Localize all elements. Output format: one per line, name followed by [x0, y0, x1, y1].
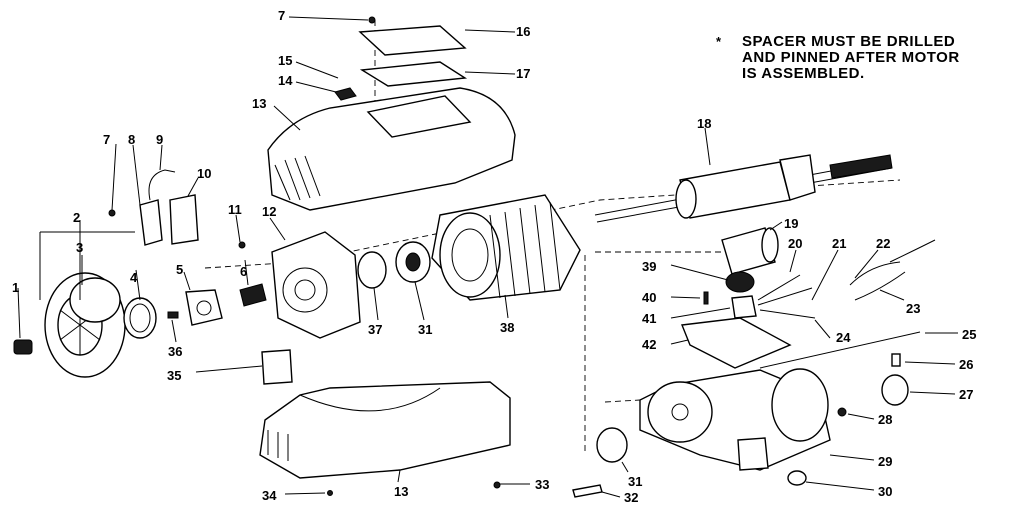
callout-32: 32: [624, 490, 638, 505]
pin-part: [891, 353, 901, 367]
callout-31-lower: 31: [628, 474, 642, 489]
housing-screw-part: [493, 481, 501, 489]
spacer-part: [725, 271, 755, 293]
lower-housing-part: [259, 381, 511, 479]
tie-rod-part: [759, 331, 921, 369]
callout-40: 40: [642, 290, 656, 305]
callout-35: 35: [167, 368, 181, 383]
callout-31: 31: [418, 322, 432, 337]
callout-1: 1: [12, 280, 19, 295]
callout-19: 19: [784, 216, 798, 231]
cover-plates: [358, 25, 468, 87]
callout-7-left: 7: [103, 132, 110, 147]
callout-3: 3: [76, 240, 83, 255]
callout-29: 29: [878, 454, 892, 469]
capacitor-part: [721, 227, 779, 275]
cap-part: [13, 339, 33, 355]
callout-14: 14: [278, 73, 293, 88]
callout-15: 15: [278, 53, 292, 68]
brush-holder-part: [139, 199, 163, 246]
armature-part: [594, 154, 893, 223]
callout-33: 33: [535, 477, 549, 492]
spring-part: [239, 283, 267, 307]
callout-21: 21: [832, 236, 846, 251]
frame-screw-part: [238, 241, 246, 249]
assembly-note: * SPACER MUST BE DRILLED AND PINNED AFTE…: [716, 34, 1016, 82]
callout-16: 16: [516, 24, 530, 39]
callout-37: 37: [368, 322, 382, 337]
end-frame-part: [271, 231, 361, 339]
sleeve-part: [881, 374, 909, 406]
callout-25: 25: [962, 327, 976, 342]
switch-part: [731, 295, 757, 319]
callout-38: 38: [500, 320, 514, 335]
small-screw-part: [327, 490, 333, 496]
nut-part: [837, 407, 847, 417]
field-stator-part: [431, 194, 581, 301]
callout-9: 9: [156, 132, 163, 147]
callout-11: 11: [228, 202, 242, 217]
callout-34: 34: [262, 488, 277, 503]
gasket-part: [261, 349, 293, 385]
note-line-2: AND PINNED AFTER MOTOR: [742, 49, 960, 66]
note-line-1: SPACER MUST BE DRILLED: [742, 33, 956, 50]
screw-part: [703, 291, 709, 305]
callout-8: 8: [128, 132, 135, 147]
callout-2: 2: [73, 210, 80, 225]
callout-18: 18: [697, 116, 711, 131]
end-bell-part: [44, 272, 126, 378]
upper-housing-part: [267, 87, 516, 211]
callout-20: 20: [788, 236, 802, 251]
callout-26: 26: [959, 357, 973, 372]
callout-22: 22: [876, 236, 890, 251]
lead-wires-part: [757, 239, 936, 319]
callout-41: 41: [642, 311, 656, 326]
callout-7: 7: [278, 8, 285, 23]
retainer-ring-part: [357, 251, 387, 289]
terminal-board-part: [681, 317, 792, 369]
callout-6: 6: [240, 264, 247, 279]
leader-lines: [17, 16, 958, 498]
callout-39: 39: [642, 259, 656, 274]
drive-end-housing-part: [639, 368, 831, 471]
note-marker: *: [716, 34, 722, 49]
plate-part: [185, 289, 223, 326]
callout-13: 13: [252, 96, 266, 111]
callout-28: 28: [878, 412, 892, 427]
callout-10: 10: [197, 166, 211, 181]
clip-part: [334, 87, 357, 101]
callout-30: 30: [878, 484, 892, 499]
stud-part: [167, 311, 179, 319]
callout-5: 5: [176, 262, 183, 277]
callout-42: 42: [642, 337, 656, 352]
left-screw-part: [108, 209, 116, 217]
callout-numbers: 7 16 17 15 14 13 18 7 8 9 10 11 12 2 3 1…: [12, 8, 976, 505]
note-line-3: IS ASSEMBLED.: [742, 65, 865, 82]
callout-27: 27: [959, 387, 973, 402]
top-screw-part: [368, 16, 376, 24]
callout-23: 23: [906, 301, 920, 316]
callout-36: 36: [168, 344, 182, 359]
callout-4: 4: [130, 270, 138, 285]
callout-12: 12: [262, 204, 276, 219]
insulator-part: [169, 194, 199, 245]
knob-part: [787, 470, 807, 486]
callout-13-lower: 13: [394, 484, 408, 499]
callout-17: 17: [516, 66, 530, 81]
lower-bearing-part: [596, 427, 628, 463]
callout-24: 24: [836, 330, 851, 345]
lower-screw-part: [572, 484, 603, 498]
